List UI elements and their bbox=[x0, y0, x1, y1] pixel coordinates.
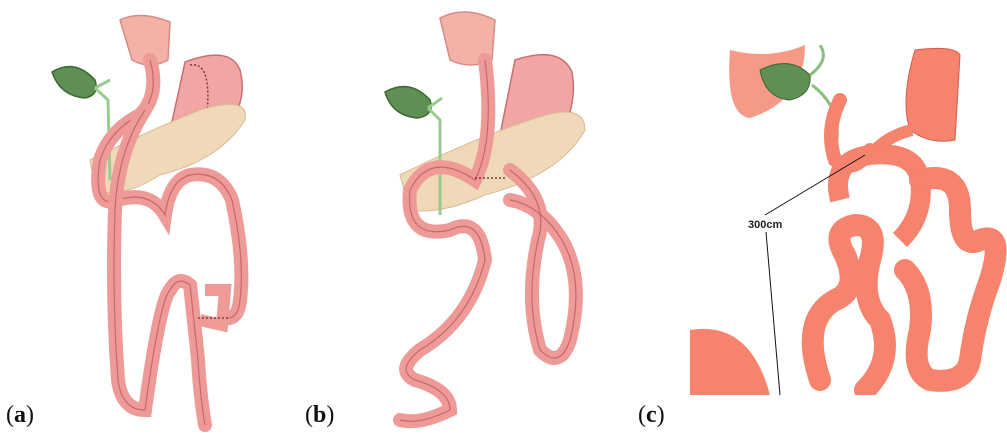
panel-c: 300cm (c) bbox=[630, 0, 1007, 435]
panel-a-illustration bbox=[0, 0, 300, 435]
panel-b: (b) bbox=[300, 0, 630, 435]
gallbladder bbox=[385, 87, 431, 118]
measure-line-bottom bbox=[766, 232, 780, 395]
measure-label: 300cm bbox=[748, 219, 782, 231]
panel-c-illustration bbox=[630, 0, 1007, 435]
panel-b-illustration bbox=[300, 0, 630, 435]
ileal-loop bbox=[510, 170, 576, 358]
panel-b-caption: (b) bbox=[305, 402, 334, 429]
panel-a: (a) bbox=[0, 0, 300, 435]
small-bowel-loops-left bbox=[813, 225, 885, 390]
gallbladder bbox=[52, 67, 96, 98]
stomach bbox=[906, 48, 960, 141]
anastomosis-segment bbox=[200, 290, 225, 325]
colon-segment bbox=[690, 329, 770, 395]
panel-a-caption: (a) bbox=[6, 402, 34, 429]
measure-line-top bbox=[765, 155, 865, 215]
panel-c-caption: (c) bbox=[638, 402, 665, 429]
